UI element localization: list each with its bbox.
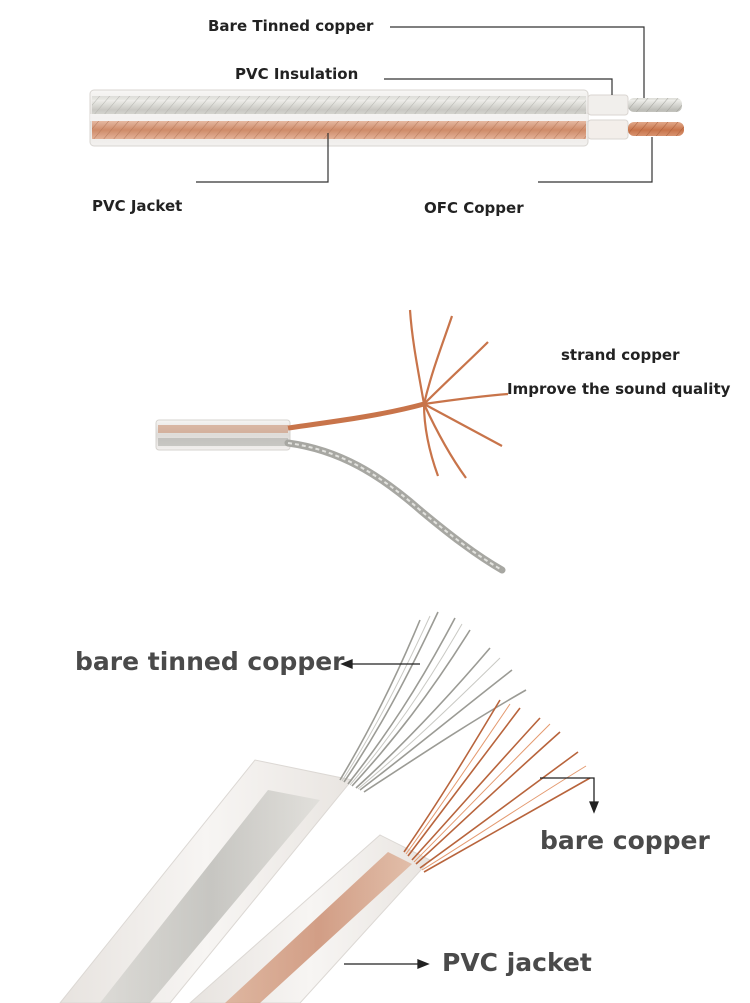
label-improve-sound-quality: Improve the sound quality bbox=[507, 380, 731, 398]
cable-closeup-illustration bbox=[59, 611, 599, 1003]
cable-diagram-straight: Bare Tinned copper PVC Insulation PVC Ja… bbox=[0, 0, 750, 250]
label-pvc-insulation: PVC Insulation bbox=[235, 65, 359, 83]
cable-diagram-closeup: bare tinned copper bare copper PVC jacke… bbox=[0, 590, 750, 1003]
tinned-conductor-shape bbox=[92, 96, 586, 114]
label-strand-copper: strand copper bbox=[561, 346, 680, 364]
leader-bare-tinned bbox=[390, 26, 645, 98]
bare-tinned-copper-end bbox=[628, 98, 682, 112]
leader-pvc-insulation bbox=[384, 78, 613, 95]
pvc-insulation-tinned-shape bbox=[587, 94, 629, 116]
bare-copper-strands bbox=[403, 699, 591, 873]
arrow-bare-copper bbox=[540, 777, 595, 804]
leader-pvc-jacket bbox=[196, 133, 329, 183]
bare-tinned-strands bbox=[339, 611, 527, 793]
leader-ofc-copper bbox=[538, 137, 653, 183]
ofc-copper-end bbox=[628, 122, 684, 136]
label-bare-copper: bare copper bbox=[540, 826, 710, 855]
copper-conductor-shape bbox=[92, 121, 586, 139]
pvc-insulation-copper-shape bbox=[587, 119, 629, 140]
cable-diagram-strands: strand copper Improve the sound quality bbox=[0, 250, 750, 590]
label-bare-tinned-copper: Bare Tinned copper bbox=[208, 17, 374, 35]
cable-strands-illustration bbox=[155, 309, 509, 574]
label-pvc-jacket-large: PVC jacket bbox=[442, 948, 592, 977]
label-bare-tinned-copper-large: bare tinned copper bbox=[75, 647, 345, 676]
label-pvc-jacket: PVC Jacket bbox=[92, 197, 183, 215]
cable-straight-illustration bbox=[89, 26, 684, 183]
label-ofc-copper: OFC Copper bbox=[424, 199, 524, 217]
copper-bundle bbox=[287, 401, 425, 431]
tinned-wire bbox=[284, 439, 506, 574]
copper-strands-fan bbox=[408, 309, 509, 479]
